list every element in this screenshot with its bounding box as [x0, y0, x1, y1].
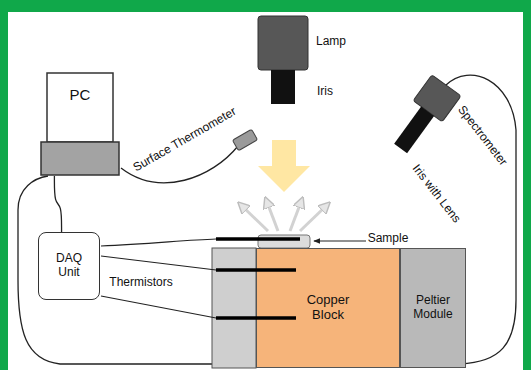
frame-band — [0, 0, 531, 12]
part-label: Thermistors — [107, 276, 174, 290]
spectrometer — [386, 75, 461, 159]
monitor-outline — [47, 73, 113, 142]
label-anchor: Spectrometer — [454, 103, 509, 168]
computer-base — [41, 142, 119, 175]
leader-line — [314, 240, 366, 241]
sample-disc — [258, 235, 310, 248]
label-anchor: Iris — [317, 85, 333, 99]
spectrometer-iris — [394, 107, 434, 154]
scatter-arrow — [242, 206, 268, 231]
node-label: Copper Block — [296, 293, 360, 323]
frame-band — [0, 0, 8, 370]
scatter-arrow — [267, 202, 278, 231]
part-label: Sample — [368, 232, 409, 246]
light-arrow-head — [258, 166, 310, 192]
thermistor-wire — [101, 239, 216, 246]
label-anchor: Sample — [368, 232, 409, 246]
thermistor-rod — [216, 237, 300, 241]
thermometer-body — [232, 129, 257, 150]
scatter-arrow — [290, 202, 301, 231]
label-anchor: Surface Thermometer — [131, 105, 239, 175]
peltier-module: Peltier Module — [400, 248, 466, 368]
frame-band — [523, 0, 531, 370]
node-label: Peltier Module — [408, 294, 458, 322]
cable — [54, 176, 61, 232]
label-anchor: Iris with Lens — [409, 162, 463, 226]
device-label: Spectrometer — [454, 103, 509, 168]
daq-box: DAQ Unit — [38, 232, 100, 300]
node-label: DAQ Unit — [47, 252, 91, 280]
device-label: Surface Thermometer — [131, 105, 239, 175]
side-block — [212, 248, 256, 368]
label-anchor: Thermistors — [107, 276, 174, 290]
part-label: Iris with Lens — [409, 162, 463, 226]
copper-block: Copper Block — [256, 248, 400, 368]
thermistor-wire — [101, 256, 216, 270]
lamp-iris — [271, 70, 295, 104]
label-anchor: Lamp — [316, 35, 346, 49]
part-label: Iris — [317, 85, 333, 99]
surface-thermometer — [232, 129, 257, 150]
scatter-arrow — [300, 206, 326, 231]
node-label: PC — [70, 86, 91, 103]
computer: PC — [40, 72, 120, 176]
lamp-body — [258, 16, 308, 70]
thermistor-wire — [101, 296, 216, 318]
light-arrow-shaft — [272, 140, 296, 166]
device-label: Lamp — [316, 35, 346, 49]
